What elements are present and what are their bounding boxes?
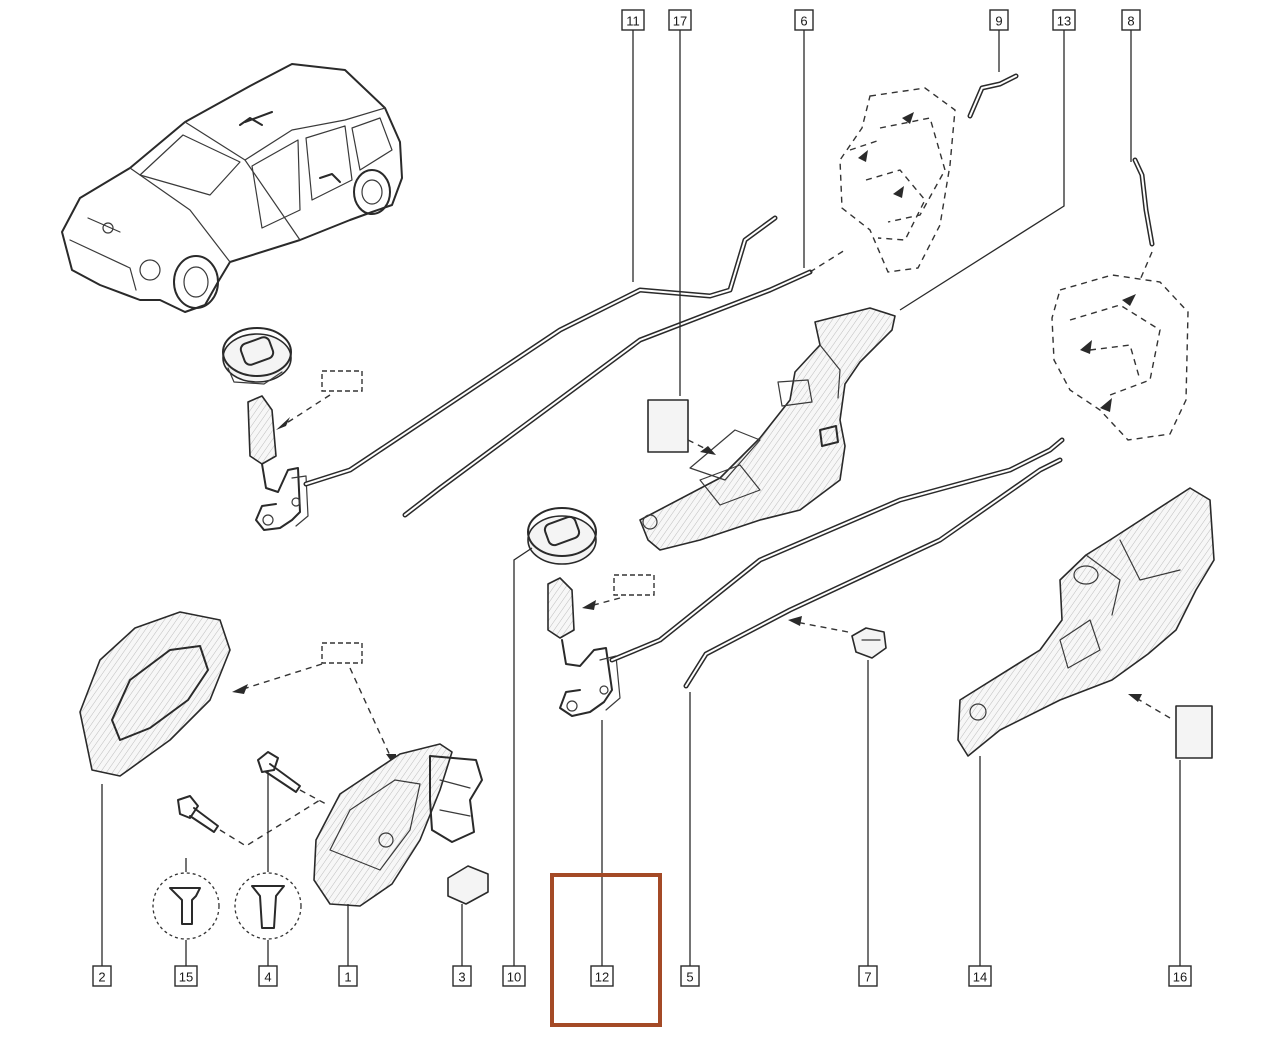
rear-door-lock-mechanism xyxy=(839,87,956,273)
rear-lock-button xyxy=(247,395,277,465)
callout-box xyxy=(668,9,692,31)
rivet-detail-4 xyxy=(234,872,302,940)
callout-number: 11 xyxy=(626,14,640,29)
callout-number: 16 xyxy=(1173,970,1187,985)
callout-box xyxy=(502,965,526,987)
front-lock-cover xyxy=(957,487,1215,757)
callout-box xyxy=(92,965,112,987)
callout-15: 15 xyxy=(174,965,198,987)
front-lock-button xyxy=(547,577,575,639)
callout-9: 9 xyxy=(989,9,1009,31)
callout-number: 1 xyxy=(344,970,351,985)
interior-door-handle xyxy=(79,611,231,777)
rear-lock-link-rod xyxy=(967,73,1019,119)
front-lock-lever xyxy=(559,639,621,717)
reference-box xyxy=(321,370,363,392)
callout-number: 3 xyxy=(458,970,465,985)
callout-6: 6 xyxy=(794,9,814,31)
callout-12: 12 xyxy=(590,965,614,987)
front-lock-link-rod xyxy=(1132,157,1155,247)
screw-4 xyxy=(257,751,301,793)
callout-box xyxy=(452,965,472,987)
callout-17: 17 xyxy=(668,9,692,31)
rear-control-rod xyxy=(303,215,778,487)
highlight-frame xyxy=(550,873,662,1027)
callout-number: 10 xyxy=(507,970,521,985)
rear-pad xyxy=(647,399,689,453)
callout-box xyxy=(968,965,992,987)
rear-lock-rod xyxy=(402,269,813,518)
callout-number: 15 xyxy=(179,970,193,985)
rear-lock-lever xyxy=(255,463,309,531)
callout-box xyxy=(1168,965,1192,987)
callout-box xyxy=(590,965,614,987)
clip-3 xyxy=(447,865,489,905)
rivet-detail-15 xyxy=(152,872,220,940)
callout-box xyxy=(858,965,878,987)
callout-1: 1 xyxy=(338,965,358,987)
callout-box xyxy=(1121,9,1141,31)
callout-14: 14 xyxy=(968,965,992,987)
callout-number: 5 xyxy=(686,970,693,985)
callout-number: 12 xyxy=(595,970,609,985)
callout-number: 4 xyxy=(264,970,271,985)
front-door-lock-mechanism xyxy=(1051,274,1189,441)
callout-5: 5 xyxy=(680,965,700,987)
callout-4: 4 xyxy=(258,965,278,987)
front-pad xyxy=(1175,705,1213,759)
callout-box xyxy=(794,9,814,31)
callout-number: 8 xyxy=(1127,14,1134,29)
front-control-rod xyxy=(609,437,1065,663)
front-lock-grommet xyxy=(527,507,597,565)
clip-7 xyxy=(851,627,887,659)
callout-3: 3 xyxy=(452,965,472,987)
callout-box xyxy=(621,9,645,31)
callout-number: 2 xyxy=(98,970,105,985)
callout-box xyxy=(680,965,700,987)
callout-2: 2 xyxy=(92,965,112,987)
callout-16: 16 xyxy=(1168,965,1192,987)
callout-number: 7 xyxy=(864,970,871,985)
handle-bracket xyxy=(313,743,483,907)
callout-box xyxy=(174,965,198,987)
callout-11: 11 xyxy=(621,9,645,31)
screw-15 xyxy=(177,795,219,833)
callout-number: 6 xyxy=(800,14,807,29)
front-lock-rod xyxy=(683,457,1063,689)
callout-8: 8 xyxy=(1121,9,1141,31)
callout-number: 13 xyxy=(1057,14,1071,29)
callout-10: 10 xyxy=(502,965,526,987)
callout-7: 7 xyxy=(858,965,878,987)
callout-number: 14 xyxy=(973,970,987,985)
callout-box xyxy=(1052,9,1076,31)
callout-number: 17 xyxy=(673,14,687,29)
rear-lock-cover xyxy=(639,307,896,551)
reference-box xyxy=(321,642,363,664)
callout-box xyxy=(338,965,358,987)
callout-number: 9 xyxy=(995,14,1002,29)
callout-box xyxy=(258,965,278,987)
callout-13: 13 xyxy=(1052,9,1076,31)
reference-box xyxy=(613,574,655,596)
callout-box xyxy=(989,9,1009,31)
car-icon xyxy=(61,63,403,313)
rear-lock-grommet xyxy=(222,327,292,385)
